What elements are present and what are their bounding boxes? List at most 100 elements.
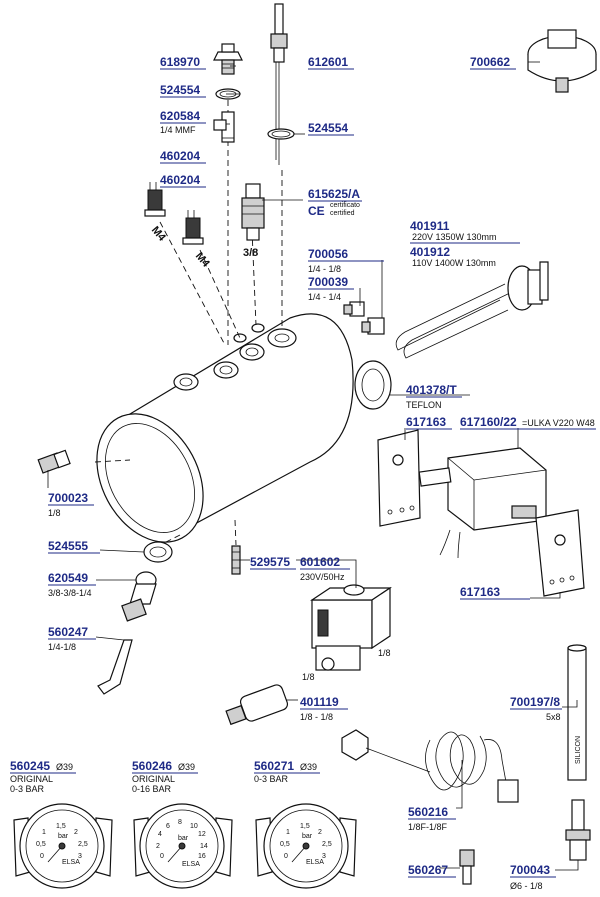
part-700197-tube bbox=[567, 644, 587, 781]
code-617160: 617160/22 bbox=[460, 415, 517, 429]
gauge-2-face: 0 2 4 6 8 10 12 14 16 bar ELSA bbox=[156, 819, 208, 868]
gauge-2-tick-4: 8 bbox=[178, 819, 182, 826]
gauge-3-tick-5: 2,5 bbox=[322, 841, 332, 848]
code-620584: 620584 bbox=[160, 109, 200, 123]
gauge-3-tick-0: 0 bbox=[284, 853, 288, 860]
gauge-2-brand: ELSA bbox=[182, 861, 200, 868]
part-700039-fitting bbox=[343, 301, 365, 317]
code-612601: 612601 bbox=[308, 55, 348, 69]
code-401119: 401119 bbox=[300, 695, 339, 709]
mark-silicon: SILICON bbox=[575, 736, 582, 764]
code-529575: 529575 bbox=[250, 555, 290, 569]
desc-620584: 1/4 MMF bbox=[160, 125, 196, 135]
gauge-2-unit: bar bbox=[178, 835, 189, 842]
gauge-2-tick-8: 16 bbox=[198, 853, 206, 860]
part-560247-elbow bbox=[97, 639, 133, 695]
gauge-3-tick-4: 2 bbox=[318, 829, 322, 836]
gauge-560245 bbox=[13, 803, 113, 889]
gauge-3-tick-3: 1,5 bbox=[300, 823, 310, 830]
part-labels: 618970 524554 620584 1/4 MMF 460204 4602… bbox=[10, 55, 596, 891]
leader-lines bbox=[47, 61, 579, 871]
mark-valve-18-a: 1/8 bbox=[378, 648, 391, 658]
code-560267: 560267 bbox=[408, 863, 448, 877]
code-524554-a: 524554 bbox=[160, 83, 200, 97]
part-460204-switch-a bbox=[144, 182, 166, 217]
code-401378T: 401378/T bbox=[406, 383, 457, 397]
part-524555-oring bbox=[143, 541, 173, 563]
desc-700056: 1/4 - 1/8 bbox=[308, 264, 341, 274]
part-401378T-gasket bbox=[354, 360, 392, 410]
gauge-3-tick-2: 1 bbox=[286, 829, 290, 836]
desc-401119: 1/8 - 1/8 bbox=[300, 712, 333, 722]
gauge-2-tick-2: 4 bbox=[158, 831, 162, 838]
code-560247: 560247 bbox=[48, 625, 88, 639]
code-524555: 524555 bbox=[48, 539, 88, 553]
cert-it: certificato bbox=[330, 202, 360, 209]
part-524554-oring-probe bbox=[267, 128, 295, 140]
desc1-560245: ORIGINAL bbox=[10, 774, 53, 784]
part-617160-pump bbox=[418, 447, 547, 559]
part-529575-stud bbox=[231, 545, 241, 575]
code-700056: 700056 bbox=[308, 247, 348, 261]
gauge-560246 bbox=[133, 803, 233, 889]
gauge-1-tick-6: 3 bbox=[78, 853, 82, 860]
mark-m4-b: M4 bbox=[193, 250, 213, 270]
code-700023: 700023 bbox=[48, 491, 88, 505]
code-460204-a: 460204 bbox=[160, 149, 200, 163]
part-700023-fitting bbox=[37, 449, 71, 474]
part-617163-bracket-b bbox=[535, 509, 585, 597]
desc-401378T: TEFLON bbox=[406, 400, 442, 410]
code-618970: 618970 bbox=[160, 55, 200, 69]
gauge-1-unit: bar bbox=[58, 833, 69, 840]
part-620549-fitting bbox=[121, 571, 157, 622]
gauge-560271 bbox=[255, 803, 357, 889]
part-560267-fitting bbox=[459, 849, 475, 885]
part-401119-valve bbox=[225, 684, 289, 726]
desc-401912: 110V 1400W 130mm bbox=[412, 258, 496, 268]
desc-617160: =ULKA V220 W48 bbox=[522, 418, 595, 428]
code-560271: 560271 bbox=[254, 759, 294, 773]
gauge-3-face: 0 0,5 1 1,5 2 2,5 3 bar ELSA bbox=[280, 823, 332, 866]
desc-560247: 1/4-1/8 bbox=[48, 642, 76, 652]
desc-700039: 1/4 - 1/4 bbox=[308, 292, 341, 302]
part-heating-element bbox=[395, 261, 549, 359]
code-560246: 560246 bbox=[132, 759, 172, 773]
desc1-560271: 0-3 BAR bbox=[254, 774, 289, 784]
desc-700043: Ø6 - 1/8 bbox=[510, 881, 543, 891]
code-617163-a: 617163 bbox=[406, 415, 446, 429]
code-524554-b: 524554 bbox=[308, 121, 348, 135]
cert-en: certified bbox=[330, 210, 355, 217]
code-401912: 401912 bbox=[410, 245, 450, 259]
size-560246: Ø39 bbox=[178, 762, 195, 772]
gauge-1-brand: ELSA bbox=[62, 859, 80, 866]
mark-m4-a: M4 bbox=[149, 224, 169, 244]
desc-401911: 220V 1350W 130mm bbox=[412, 232, 497, 242]
desc-620549: 3/8-3/8-1/4 bbox=[48, 588, 92, 598]
part-615625A-valve bbox=[241, 183, 265, 241]
gauge-1-face: 0 0,5 1 1,5 2 2,5 3 bar ELSA bbox=[36, 823, 88, 866]
part-700662-pressostat bbox=[527, 29, 597, 93]
gauge-1-tick-3: 1,5 bbox=[56, 823, 66, 830]
code-401911: 401911 bbox=[410, 219, 450, 233]
desc1-560246: ORIGINAL bbox=[132, 774, 175, 784]
gauge-3-unit: bar bbox=[302, 833, 313, 840]
code-560245: 560245 bbox=[10, 759, 50, 773]
gauge-1-tick-4: 2 bbox=[74, 829, 78, 836]
part-700043-fitting bbox=[565, 799, 591, 861]
desc-700023: 1/8 bbox=[48, 508, 61, 518]
mark-3-8: 3/8 bbox=[243, 247, 258, 259]
part-601602-solenoid bbox=[310, 584, 392, 671]
gauge-3-brand: ELSA bbox=[306, 859, 324, 866]
desc2-560246: 0-16 BAR bbox=[132, 784, 172, 794]
code-601602: 601602 bbox=[300, 555, 340, 569]
gauge-3-tick-6: 3 bbox=[322, 853, 326, 860]
part-560216-capillary bbox=[341, 729, 519, 803]
desc-560216: 1/8F-1/8F bbox=[408, 822, 448, 832]
code-615625A: 615625/A bbox=[308, 187, 360, 201]
gauge-2-tick-7: 14 bbox=[200, 843, 208, 850]
gauge-1-tick-2: 1 bbox=[42, 829, 46, 836]
part-620584-tee bbox=[213, 111, 235, 143]
code-700197: 700197/8 bbox=[510, 695, 560, 709]
size-560271: Ø39 bbox=[300, 762, 317, 772]
desc-601602: 230V/50Hz bbox=[300, 572, 345, 582]
